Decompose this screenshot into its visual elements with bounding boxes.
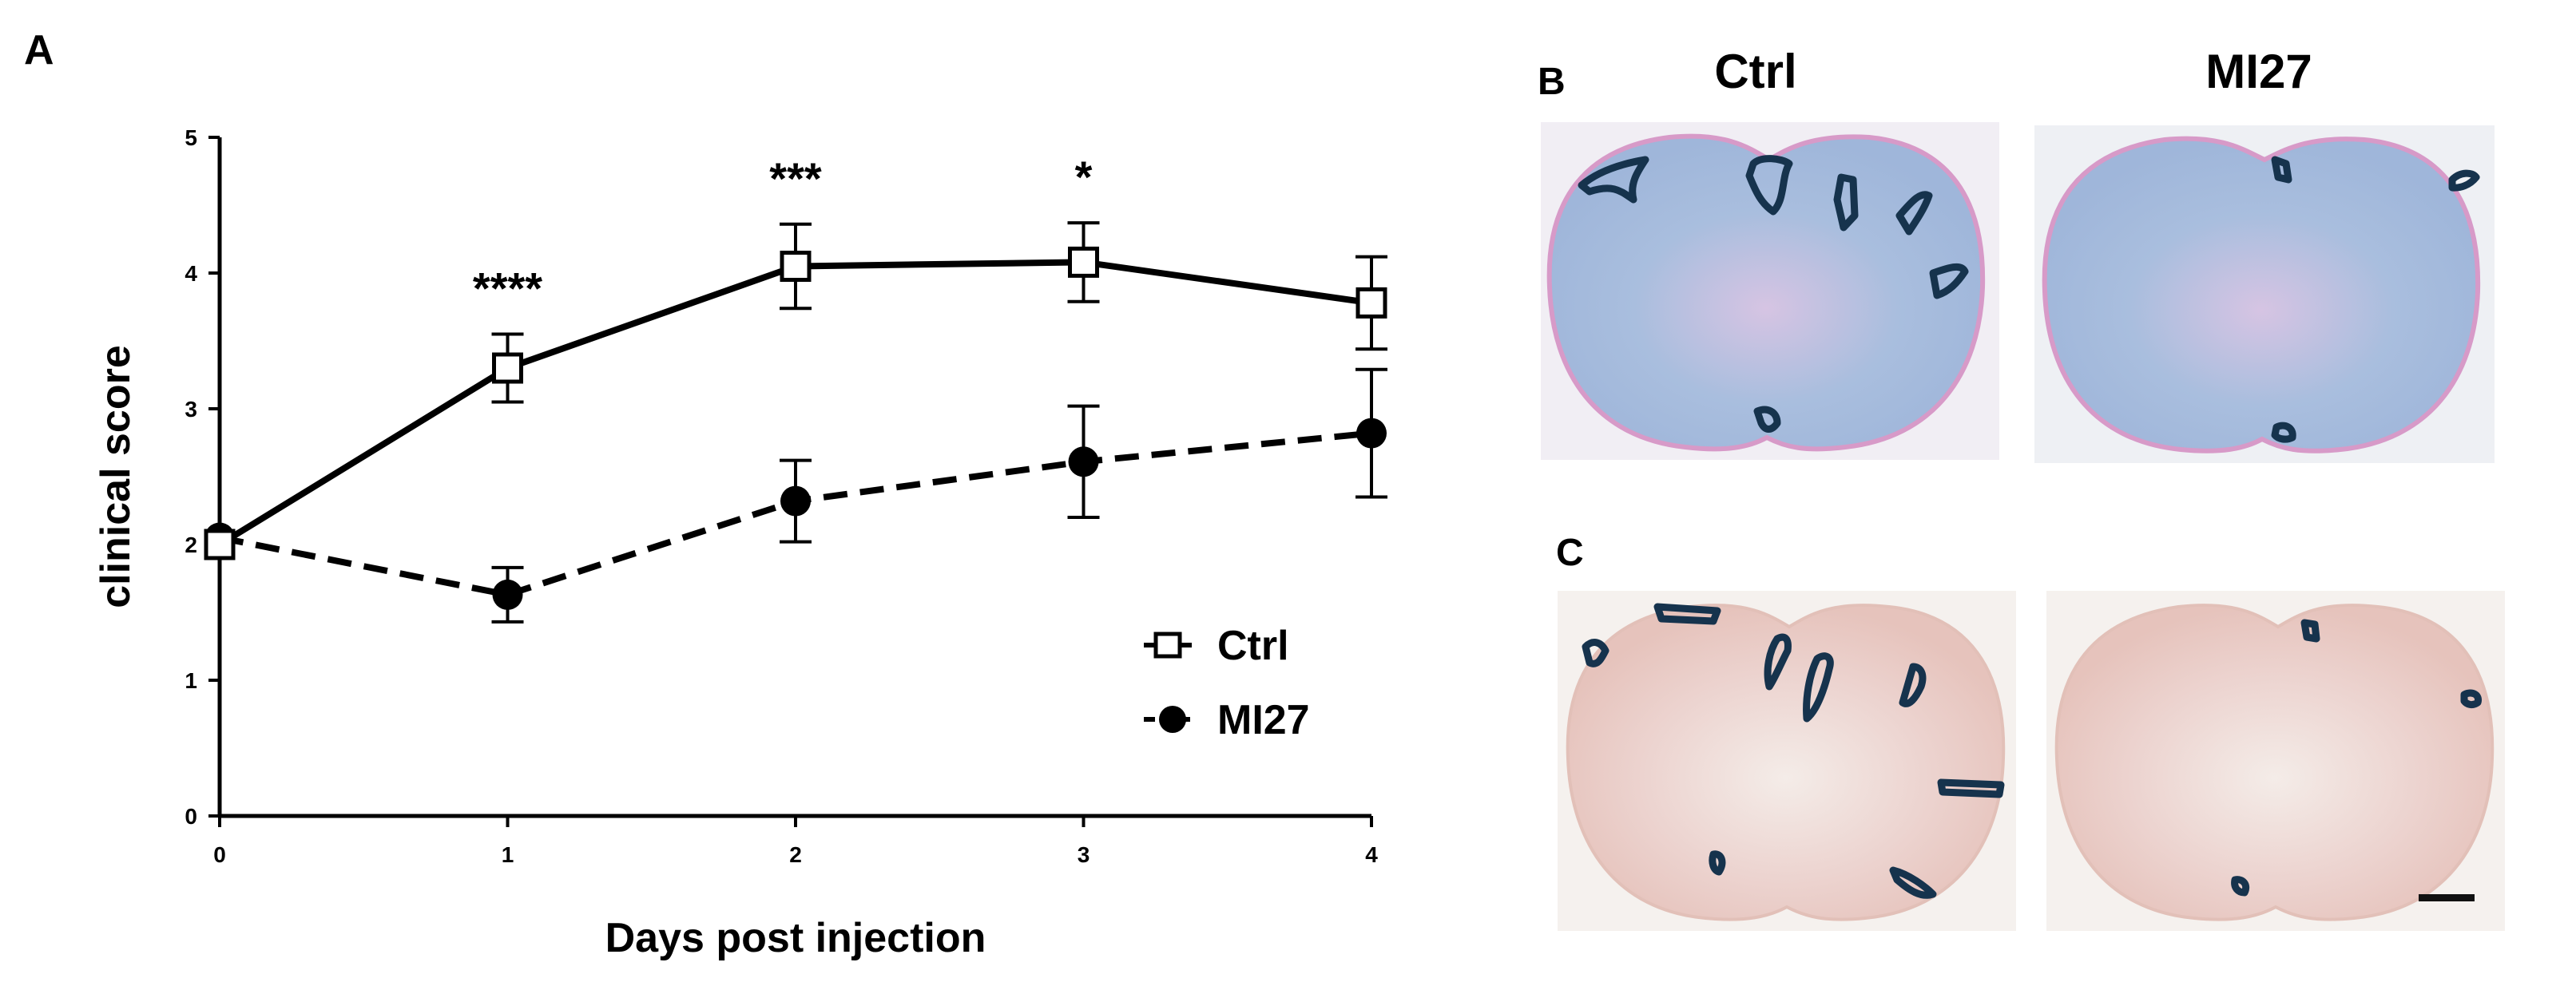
lesion-outlines — [2271, 156, 2480, 443]
spinal-cord-section — [2042, 136, 2481, 453]
x-tick-label-1: 1 — [502, 842, 514, 867]
legend-mi27-marker — [1159, 706, 1186, 733]
data-point-ctrl-1 — [492, 352, 523, 384]
histology-b-ctrl — [1541, 122, 1999, 460]
data-point-mi27-1 — [492, 579, 523, 610]
histology-b-mi27 — [2034, 125, 2495, 463]
legend-ctrl-label: Ctrl — [1217, 623, 1289, 669]
y-tick-label-5: 5 — [185, 125, 197, 150]
panel-label-b: B — [1538, 61, 1566, 103]
histology-c-mi27 — [2046, 591, 2505, 931]
legend: Ctrl MI27 — [1144, 623, 1310, 743]
lesion-outlines — [1578, 155, 1969, 433]
y-axis-label: clinical score — [93, 345, 139, 608]
significance-label-0: **** — [473, 263, 542, 314]
data-point-mi27-2 — [780, 485, 811, 517]
y-tick-label-3: 3 — [185, 397, 197, 422]
data-point-mi27-4 — [1356, 418, 1387, 449]
x-tick-label-2: 2 — [789, 842, 802, 867]
legend-ctrl-marker — [1153, 632, 1182, 659]
data-point-mi27-3 — [1068, 446, 1099, 477]
scale-bar — [2419, 894, 2475, 901]
spinal-cord-section — [1546, 133, 1986, 452]
panel-label-a: A — [24, 27, 54, 73]
y-tick-label-4: 4 — [185, 261, 197, 286]
column-title-ctrl: Ctrl — [1714, 45, 1796, 98]
y-ticks: 0 1 2 3 4 5 — [185, 125, 220, 829]
x-tick-label-4: 4 — [1365, 842, 1378, 867]
x-ticks: 0 1 2 3 4 — [213, 816, 1378, 867]
x-tick-label-3: 3 — [1078, 842, 1090, 867]
panel-label-c: C — [1556, 532, 1584, 574]
data-point-ctrl-4 — [1355, 287, 1387, 319]
series-layer — [204, 221, 1387, 624]
significance-label-2: * — [1075, 152, 1093, 202]
histology-c-ctrl — [1558, 591, 2016, 931]
lesion-outlines — [2231, 619, 2482, 897]
y-tick-label-0: 0 — [185, 804, 197, 829]
lesion-outlines — [1582, 603, 2005, 899]
spinal-cord-section — [2054, 604, 2495, 921]
y-tick-label-2: 2 — [185, 533, 197, 557]
legend-mi27-label: MI27 — [1217, 697, 1310, 743]
data-point-ctrl-3 — [1068, 246, 1099, 278]
data-point-ctrl-2 — [780, 251, 812, 282]
significance-annotations: ******** — [473, 152, 1093, 313]
y-tick-label-1: 1 — [185, 668, 197, 693]
data-point-ctrl-0 — [204, 529, 236, 560]
column-title-mi27: MI27 — [2205, 45, 2312, 98]
x-axis-label: Days post injection — [605, 915, 986, 961]
significance-label-1: *** — [769, 153, 822, 204]
spinal-cord-section — [1566, 604, 2006, 921]
x-tick-label-0: 0 — [213, 842, 226, 867]
